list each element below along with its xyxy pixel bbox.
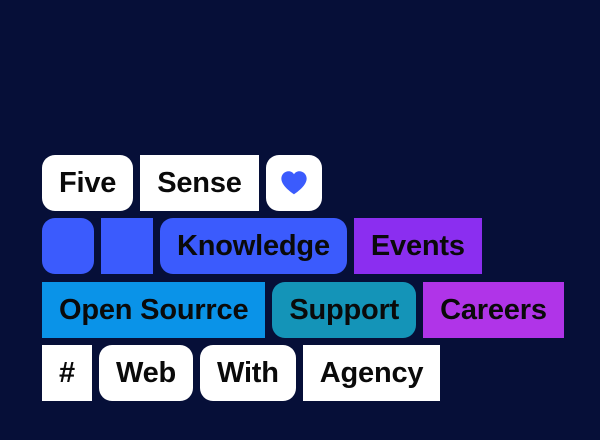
chip-blank-blue-square[interactable] xyxy=(101,218,153,274)
chip-row-4: # Web With Agency xyxy=(42,345,441,401)
chip-sense[interactable]: Sense xyxy=(140,155,259,211)
chip-events[interactable]: Events xyxy=(353,218,482,274)
chip-support[interactable]: Support xyxy=(272,282,417,338)
chip-label: Support xyxy=(289,293,400,326)
chip-heart[interactable] xyxy=(265,155,322,211)
chip-label: Web xyxy=(115,356,177,389)
chip-label: # xyxy=(59,356,75,389)
chip-label: Open Sourrce xyxy=(59,293,249,326)
chip-hash[interactable]: # xyxy=(42,345,92,401)
chip-knowledge[interactable]: Knowledge xyxy=(160,218,347,274)
chip-open-sourrce[interactable]: Open Sourrce xyxy=(42,282,266,338)
chip-careers[interactable]: Careers xyxy=(423,282,564,338)
chip-five[interactable]: Five xyxy=(42,155,134,211)
chip-label: Events xyxy=(370,229,465,262)
chip-with[interactable]: With xyxy=(200,345,296,401)
chip-agency[interactable]: Agency xyxy=(302,345,441,401)
chip-label: With xyxy=(217,356,279,389)
chip-label: Agency xyxy=(319,356,424,389)
chip-label: Careers xyxy=(440,293,547,326)
chip-label: Knowledge xyxy=(177,229,330,262)
chip-blank-blue-rounded[interactable] xyxy=(42,218,94,274)
heart-icon xyxy=(279,168,309,198)
chip-web[interactable]: Web xyxy=(98,345,194,401)
chip-row-3: Open Sourrce Support Careers xyxy=(42,282,564,338)
chip-label: Five xyxy=(59,166,117,199)
chip-row-2: Knowledge Events xyxy=(42,218,482,274)
chip-label: Sense xyxy=(157,166,242,199)
chip-row-1: Five Sense xyxy=(42,155,322,211)
